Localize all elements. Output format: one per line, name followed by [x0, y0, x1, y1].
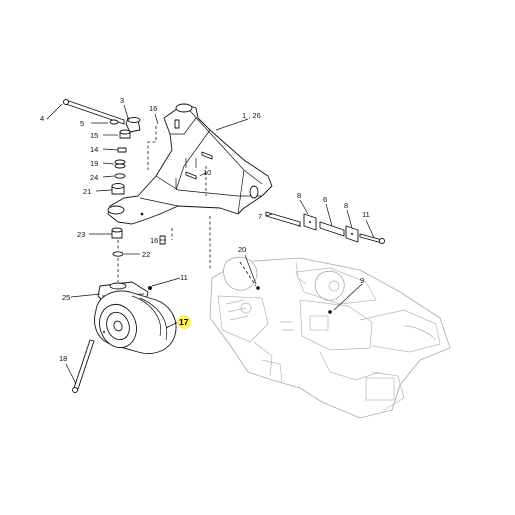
- bolt-18: [72, 339, 95, 393]
- callout-11-wheel: 11: [180, 273, 188, 282]
- washer-22: [112, 251, 124, 257]
- callout-8-left: 8: [297, 191, 301, 200]
- caster-wheel-17: [94, 290, 177, 354]
- callout-19: 19: [90, 159, 98, 168]
- mower-body-ghost: [209, 256, 451, 419]
- spacer-24: [114, 173, 126, 179]
- nut-14: [117, 147, 127, 153]
- callout-10: 10: [203, 168, 211, 177]
- callout-14: 14: [90, 145, 98, 154]
- washer-19: [114, 159, 126, 169]
- callout-24: 24: [90, 173, 98, 182]
- callout-11-right: 11: [362, 210, 370, 219]
- leader-lines: [46, 103, 375, 385]
- front-axle-frame: [107, 103, 273, 225]
- callout-17: 17: [179, 317, 189, 327]
- callout-22: 22: [142, 250, 150, 259]
- callout-7: 7: [258, 212, 262, 221]
- fitting-11: [148, 286, 152, 290]
- callout-labels: 4 3 5 16 1 , 26 15 14 19 24 10 21 8 6 8 …: [40, 96, 370, 363]
- cap-15: [119, 129, 131, 139]
- bearing-21: [111, 183, 125, 195]
- washer-5: [109, 119, 119, 125]
- bolt-4: [63, 99, 125, 125]
- fitting-20: [256, 286, 260, 290]
- bolt-10: [185, 151, 213, 180]
- highlight-marker: [177, 315, 191, 329]
- callout-5: 5: [80, 119, 84, 128]
- callout-21: 21: [83, 187, 91, 196]
- callout-23: 23: [77, 230, 85, 239]
- assembly-lines: [117, 126, 304, 287]
- callout-25: 25: [62, 293, 70, 302]
- callout-18: 18: [59, 354, 67, 363]
- callout-1-26: 1 , 26: [242, 111, 261, 120]
- bushing-3: [125, 117, 141, 133]
- callout-3: 3: [120, 96, 124, 105]
- fitting-9: [328, 310, 332, 314]
- callout-20: 20: [238, 245, 246, 254]
- callout-16-top: 16: [149, 104, 157, 113]
- callout-15: 15: [90, 131, 98, 140]
- callout-8-right: 8: [344, 201, 348, 210]
- callout-16-mid: 16: [150, 236, 158, 245]
- bearing-23: [111, 227, 123, 239]
- callout-9: 9: [360, 276, 364, 285]
- callout-4: 4: [40, 114, 44, 123]
- callout-6: 6: [323, 195, 327, 204]
